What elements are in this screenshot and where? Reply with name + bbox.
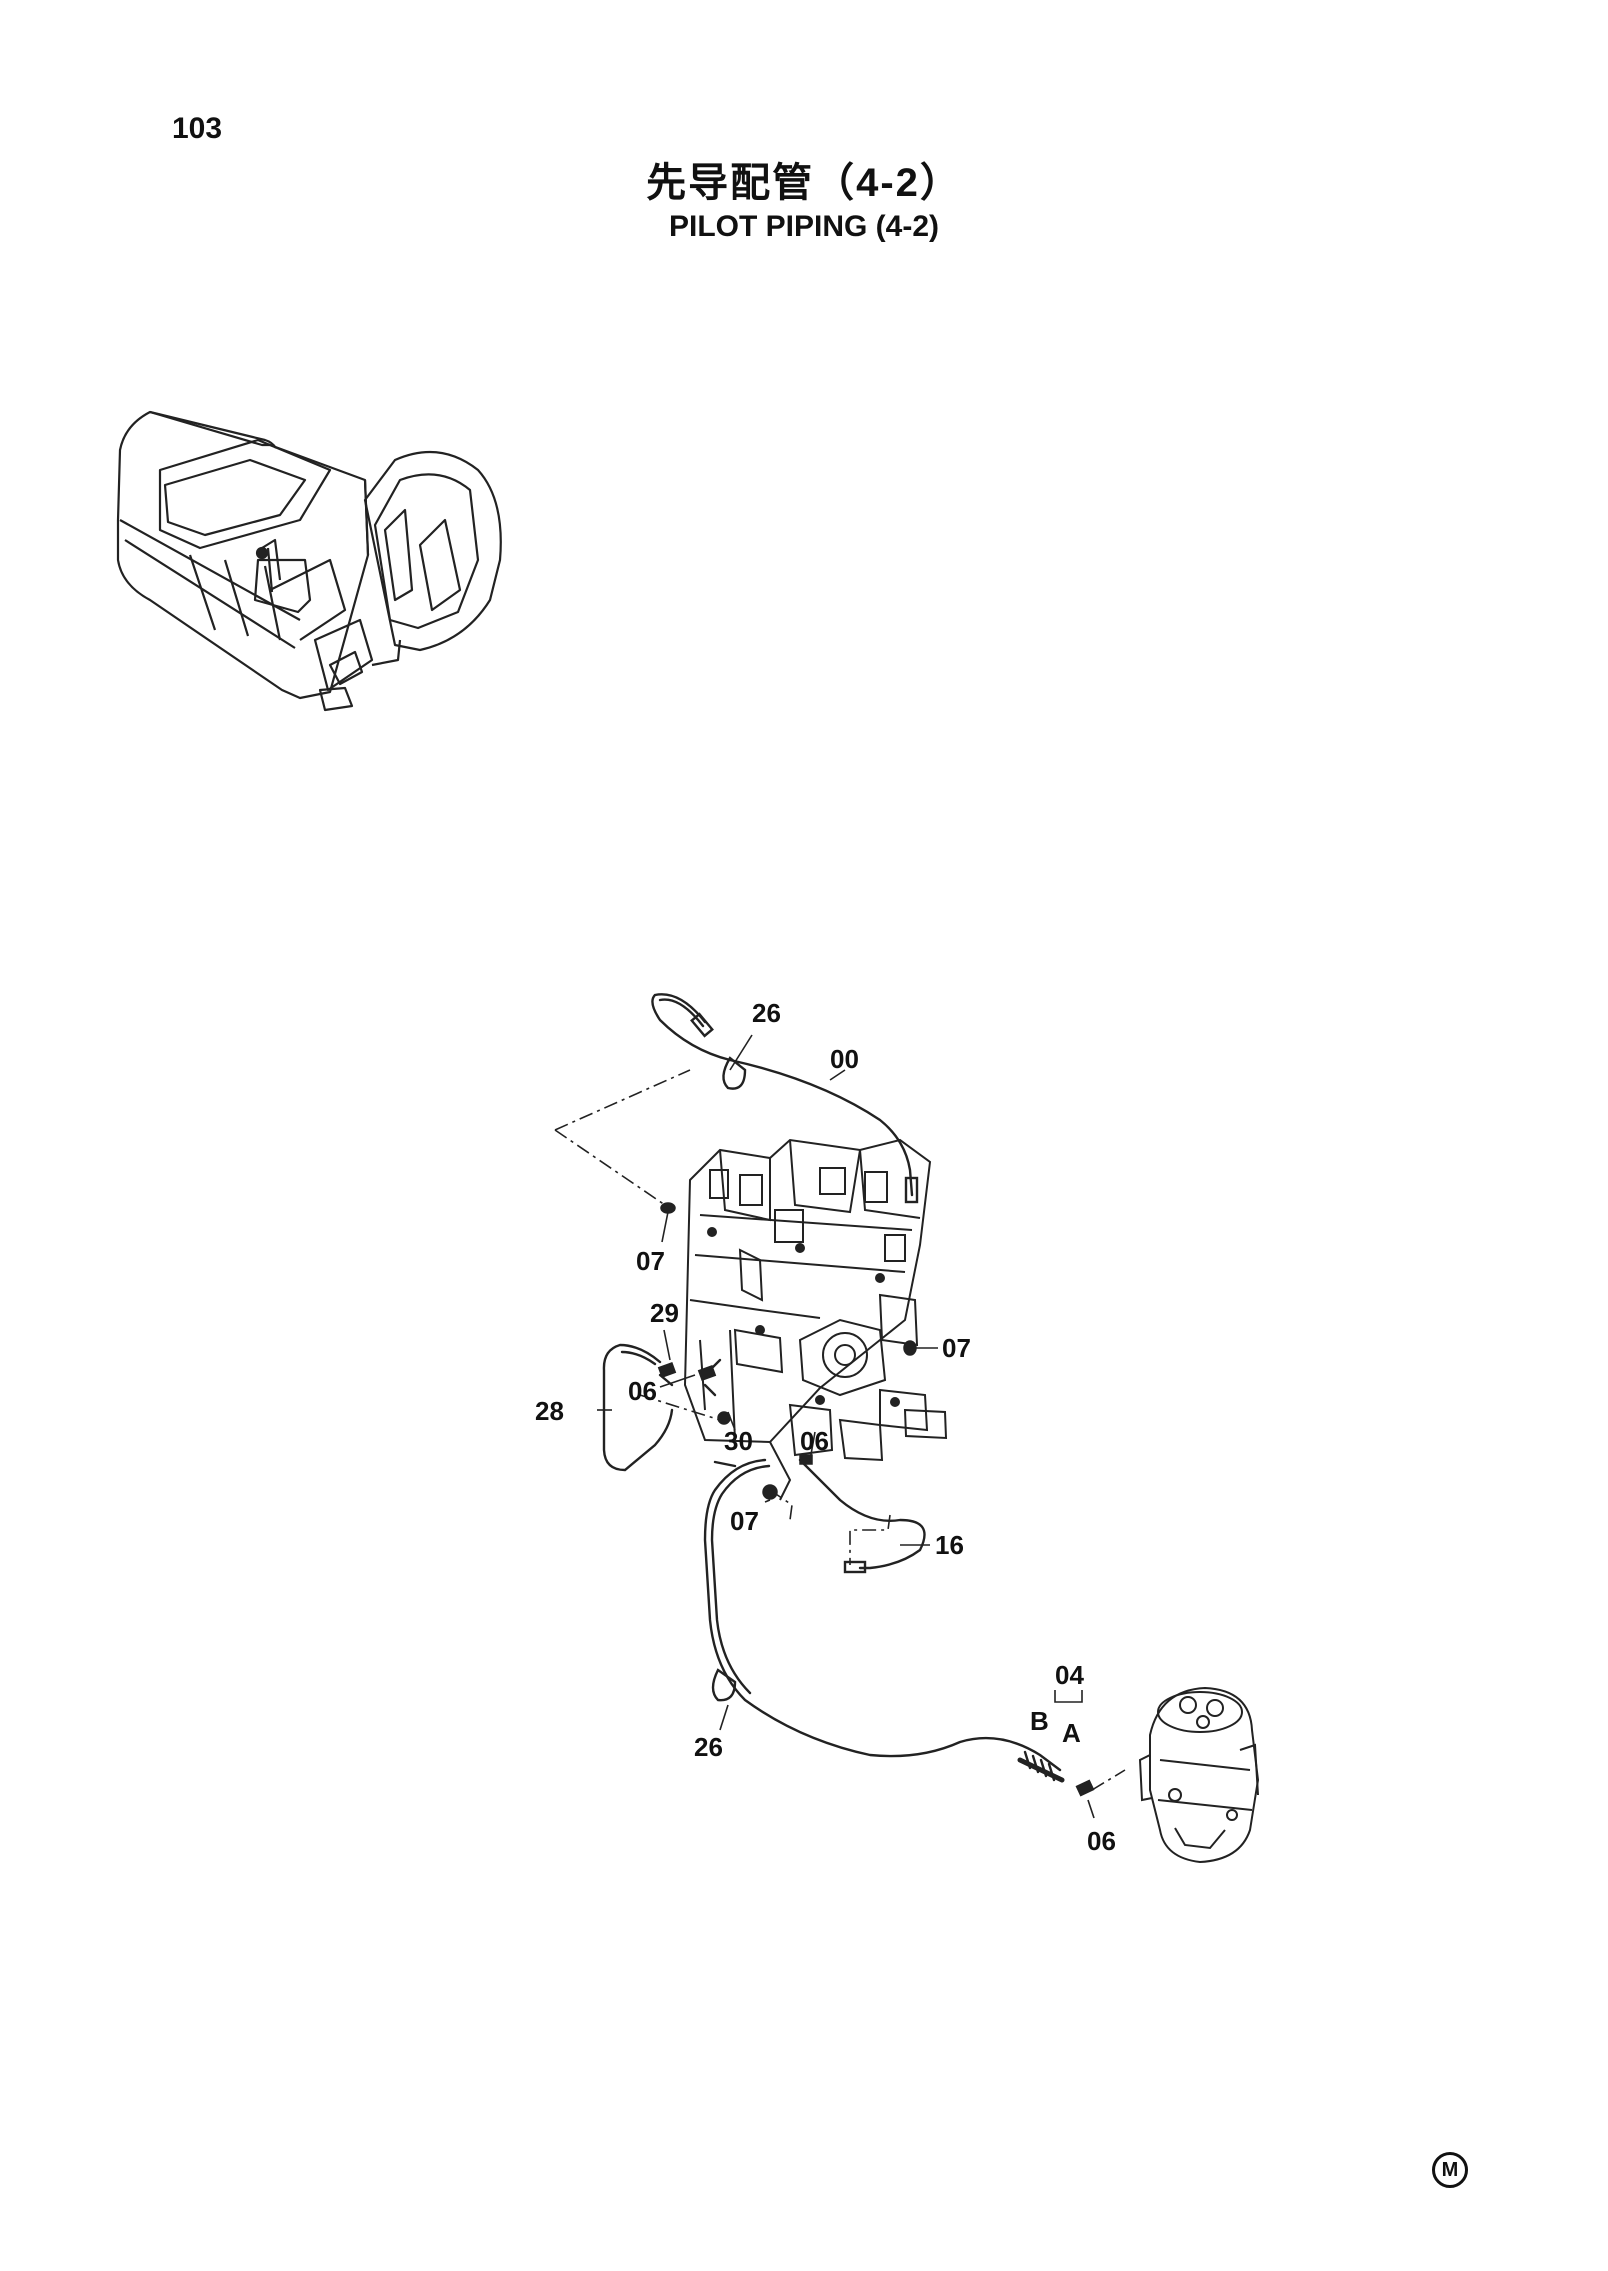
callout-26-top: 26: [752, 998, 781, 1028]
callout-06-bottom: 06: [1087, 1826, 1116, 1856]
callout-06-mid: 06: [800, 1426, 829, 1456]
title-english: PILOT PIPING (4-2): [668, 210, 940, 243]
callout-07-right: 07: [942, 1333, 971, 1363]
page-number: 103: [172, 112, 223, 145]
callout-00: 00: [830, 1044, 859, 1074]
callout-labels: 26 00 07 29 07 06 28 30 06 07 16 04 B A …: [535, 998, 1116, 1856]
callout-28: 28: [535, 1396, 564, 1426]
hose-clamps: [711, 1056, 747, 1702]
callout-07-left: 07: [636, 1246, 665, 1276]
callout-A: A: [1062, 1718, 1081, 1748]
callout-leaders: [597, 1034, 1095, 1819]
callout-B: B: [1030, 1706, 1049, 1736]
excavator-overview-illustration: [116, 410, 502, 712]
control-valve-assembly: [683, 1138, 948, 1501]
callout-30: 30: [724, 1426, 753, 1456]
callout-29: 29: [650, 1298, 679, 1328]
manufacturer-mark: M: [1432, 2152, 1468, 2188]
pilot-hoses: [602, 993, 1065, 1783]
center-joint-illustration: [1138, 1686, 1260, 1864]
title-chinese: 先导配管（4-2）: [646, 161, 962, 205]
callout-26-bottom: 26: [694, 1732, 723, 1762]
callout-06-left: 06: [628, 1376, 657, 1406]
callout-16: 16: [935, 1530, 964, 1560]
fittings: [657, 1202, 1095, 1797]
callout-04: 04: [1055, 1660, 1084, 1690]
callout-07-bottom: 07: [730, 1506, 759, 1536]
assembly-leader-lines: [554, 1069, 1126, 1791]
